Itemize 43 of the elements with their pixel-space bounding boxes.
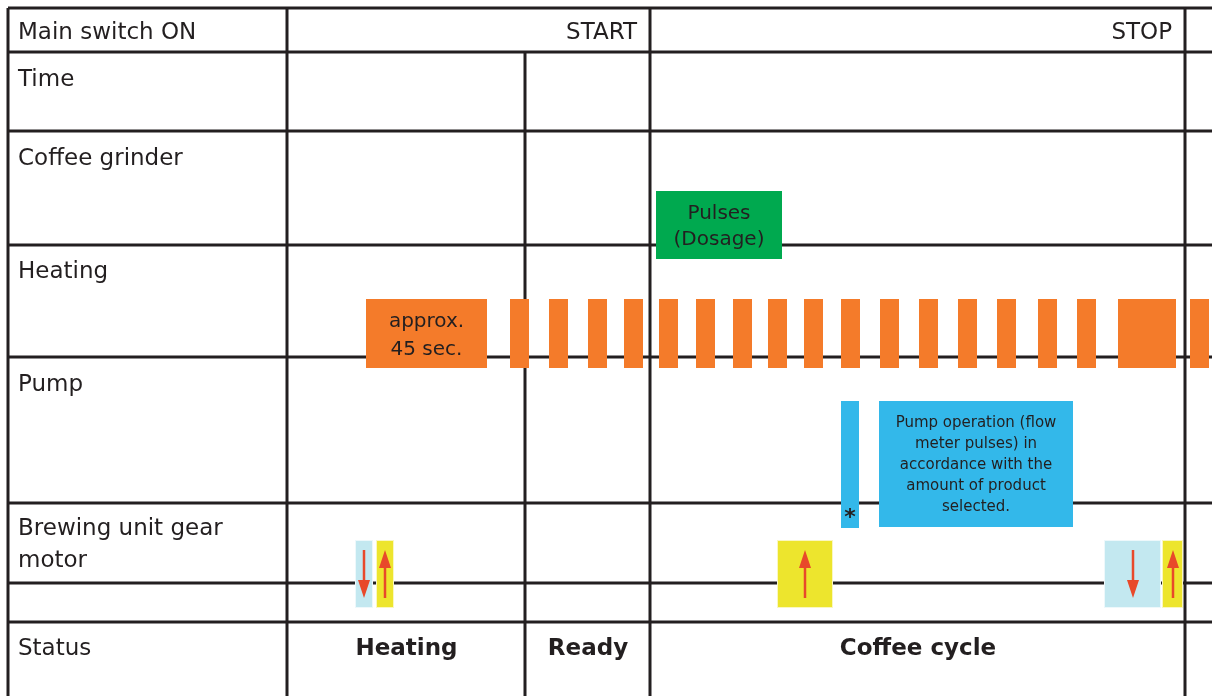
row-label: Brewing unit gear motor — [18, 513, 224, 574]
heating-pulse-bar — [841, 299, 860, 368]
column-header: START — [565, 17, 637, 46]
motor-step-box — [355, 540, 373, 608]
motor-step-box — [1162, 540, 1183, 608]
heating-pulse-bar — [624, 299, 643, 368]
row-label: Time — [18, 64, 76, 93]
motor-step-box — [1104, 540, 1161, 608]
block-text: approx. 45 sec. — [387, 306, 466, 362]
heating-pulse-bar — [696, 299, 715, 368]
block-text: Pump operation (flow meter pulses) in accordance with the amount of product selected. — [894, 412, 1058, 517]
status-label: Ready — [546, 633, 630, 662]
heating-pulse-bar — [958, 299, 977, 368]
block-text: Pulses (Dosage) — [672, 199, 766, 251]
pump-operation-block — [879, 401, 1073, 527]
row-label: Pump — [18, 369, 85, 398]
heating-pulse-bar — [804, 299, 823, 368]
heating-pulse-bar — [510, 299, 529, 368]
heating-pulse-bar — [1077, 299, 1096, 368]
dosage-pulse-block — [656, 191, 782, 259]
heating-pulse-bar — [997, 299, 1016, 368]
status-label: Coffee cycle — [838, 633, 998, 662]
heating-pulse-bar — [768, 299, 787, 368]
heating-block — [366, 299, 487, 368]
heating-pulse-bar — [659, 299, 678, 368]
heating-pulse-bar — [588, 299, 607, 368]
row-label: Heating — [18, 256, 110, 285]
column-header: STOP — [1110, 17, 1172, 46]
column-header: Main switch ON — [18, 17, 198, 46]
motor-step-box — [376, 540, 394, 608]
heating-pulse-bar — [919, 299, 938, 368]
status-label: Heating — [354, 633, 459, 662]
heating-pulse-bar — [733, 299, 752, 368]
row-label: Coffee grinder — [18, 143, 184, 172]
heating-pulse-bar — [880, 299, 899, 368]
motor-step-box — [777, 540, 833, 608]
row-label: Status — [18, 633, 93, 662]
heating-pulse-bar — [1038, 299, 1057, 368]
heating-pulse-bar — [1190, 299, 1209, 368]
heating-pulse-bar — [549, 299, 568, 368]
heating-pulse-bar — [1118, 299, 1176, 368]
block-text: * — [844, 506, 856, 528]
pump-pulse-bar — [841, 401, 859, 528]
